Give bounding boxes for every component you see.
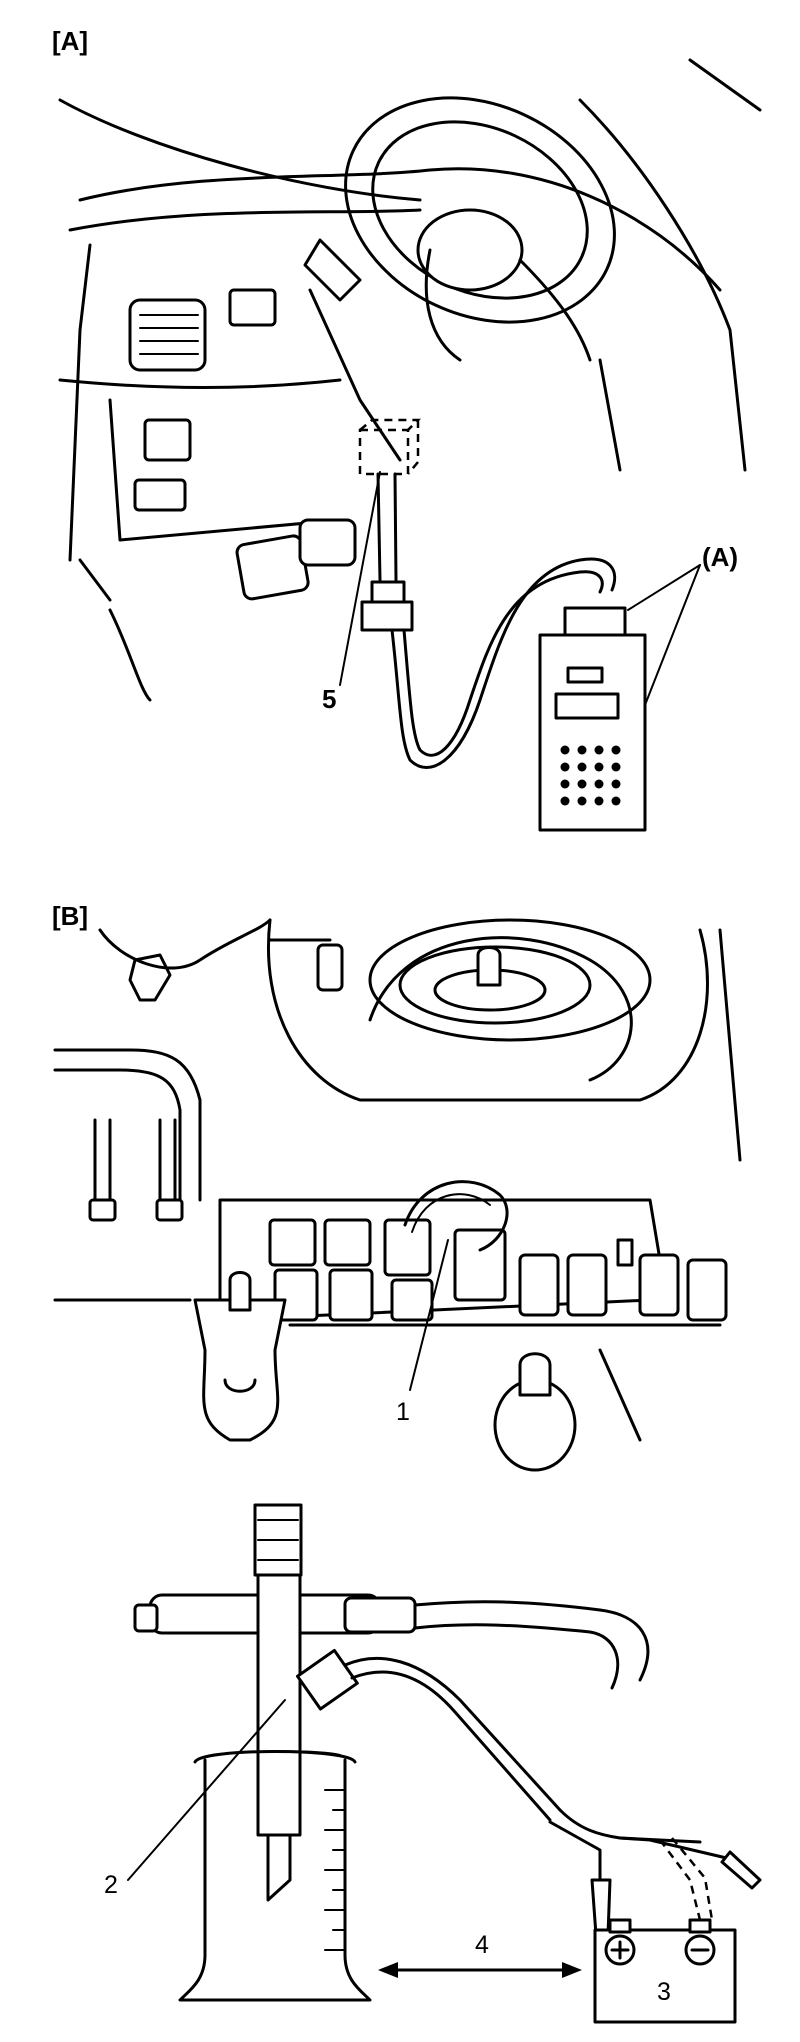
keypad xyxy=(560,745,621,806)
cylinder-scale xyxy=(324,1789,346,1951)
panel-c-drawing: 2 3 4 xyxy=(104,1503,762,2024)
callout-scan-tool: (A) xyxy=(702,542,738,572)
callout-2: 2 xyxy=(104,1871,118,1899)
callout-1: 1 xyxy=(396,1398,410,1426)
panel-b-label: [B] xyxy=(52,901,88,931)
panel-a-label: [A] xyxy=(52,26,88,56)
callout-3: 3 xyxy=(657,1978,671,2006)
callout-4: 4 xyxy=(475,1931,489,1959)
panel-b-drawing: [B] xyxy=(52,901,742,1472)
panel-a-drawing: [A] xyxy=(52,26,762,832)
callout-5: 5 xyxy=(322,684,336,714)
